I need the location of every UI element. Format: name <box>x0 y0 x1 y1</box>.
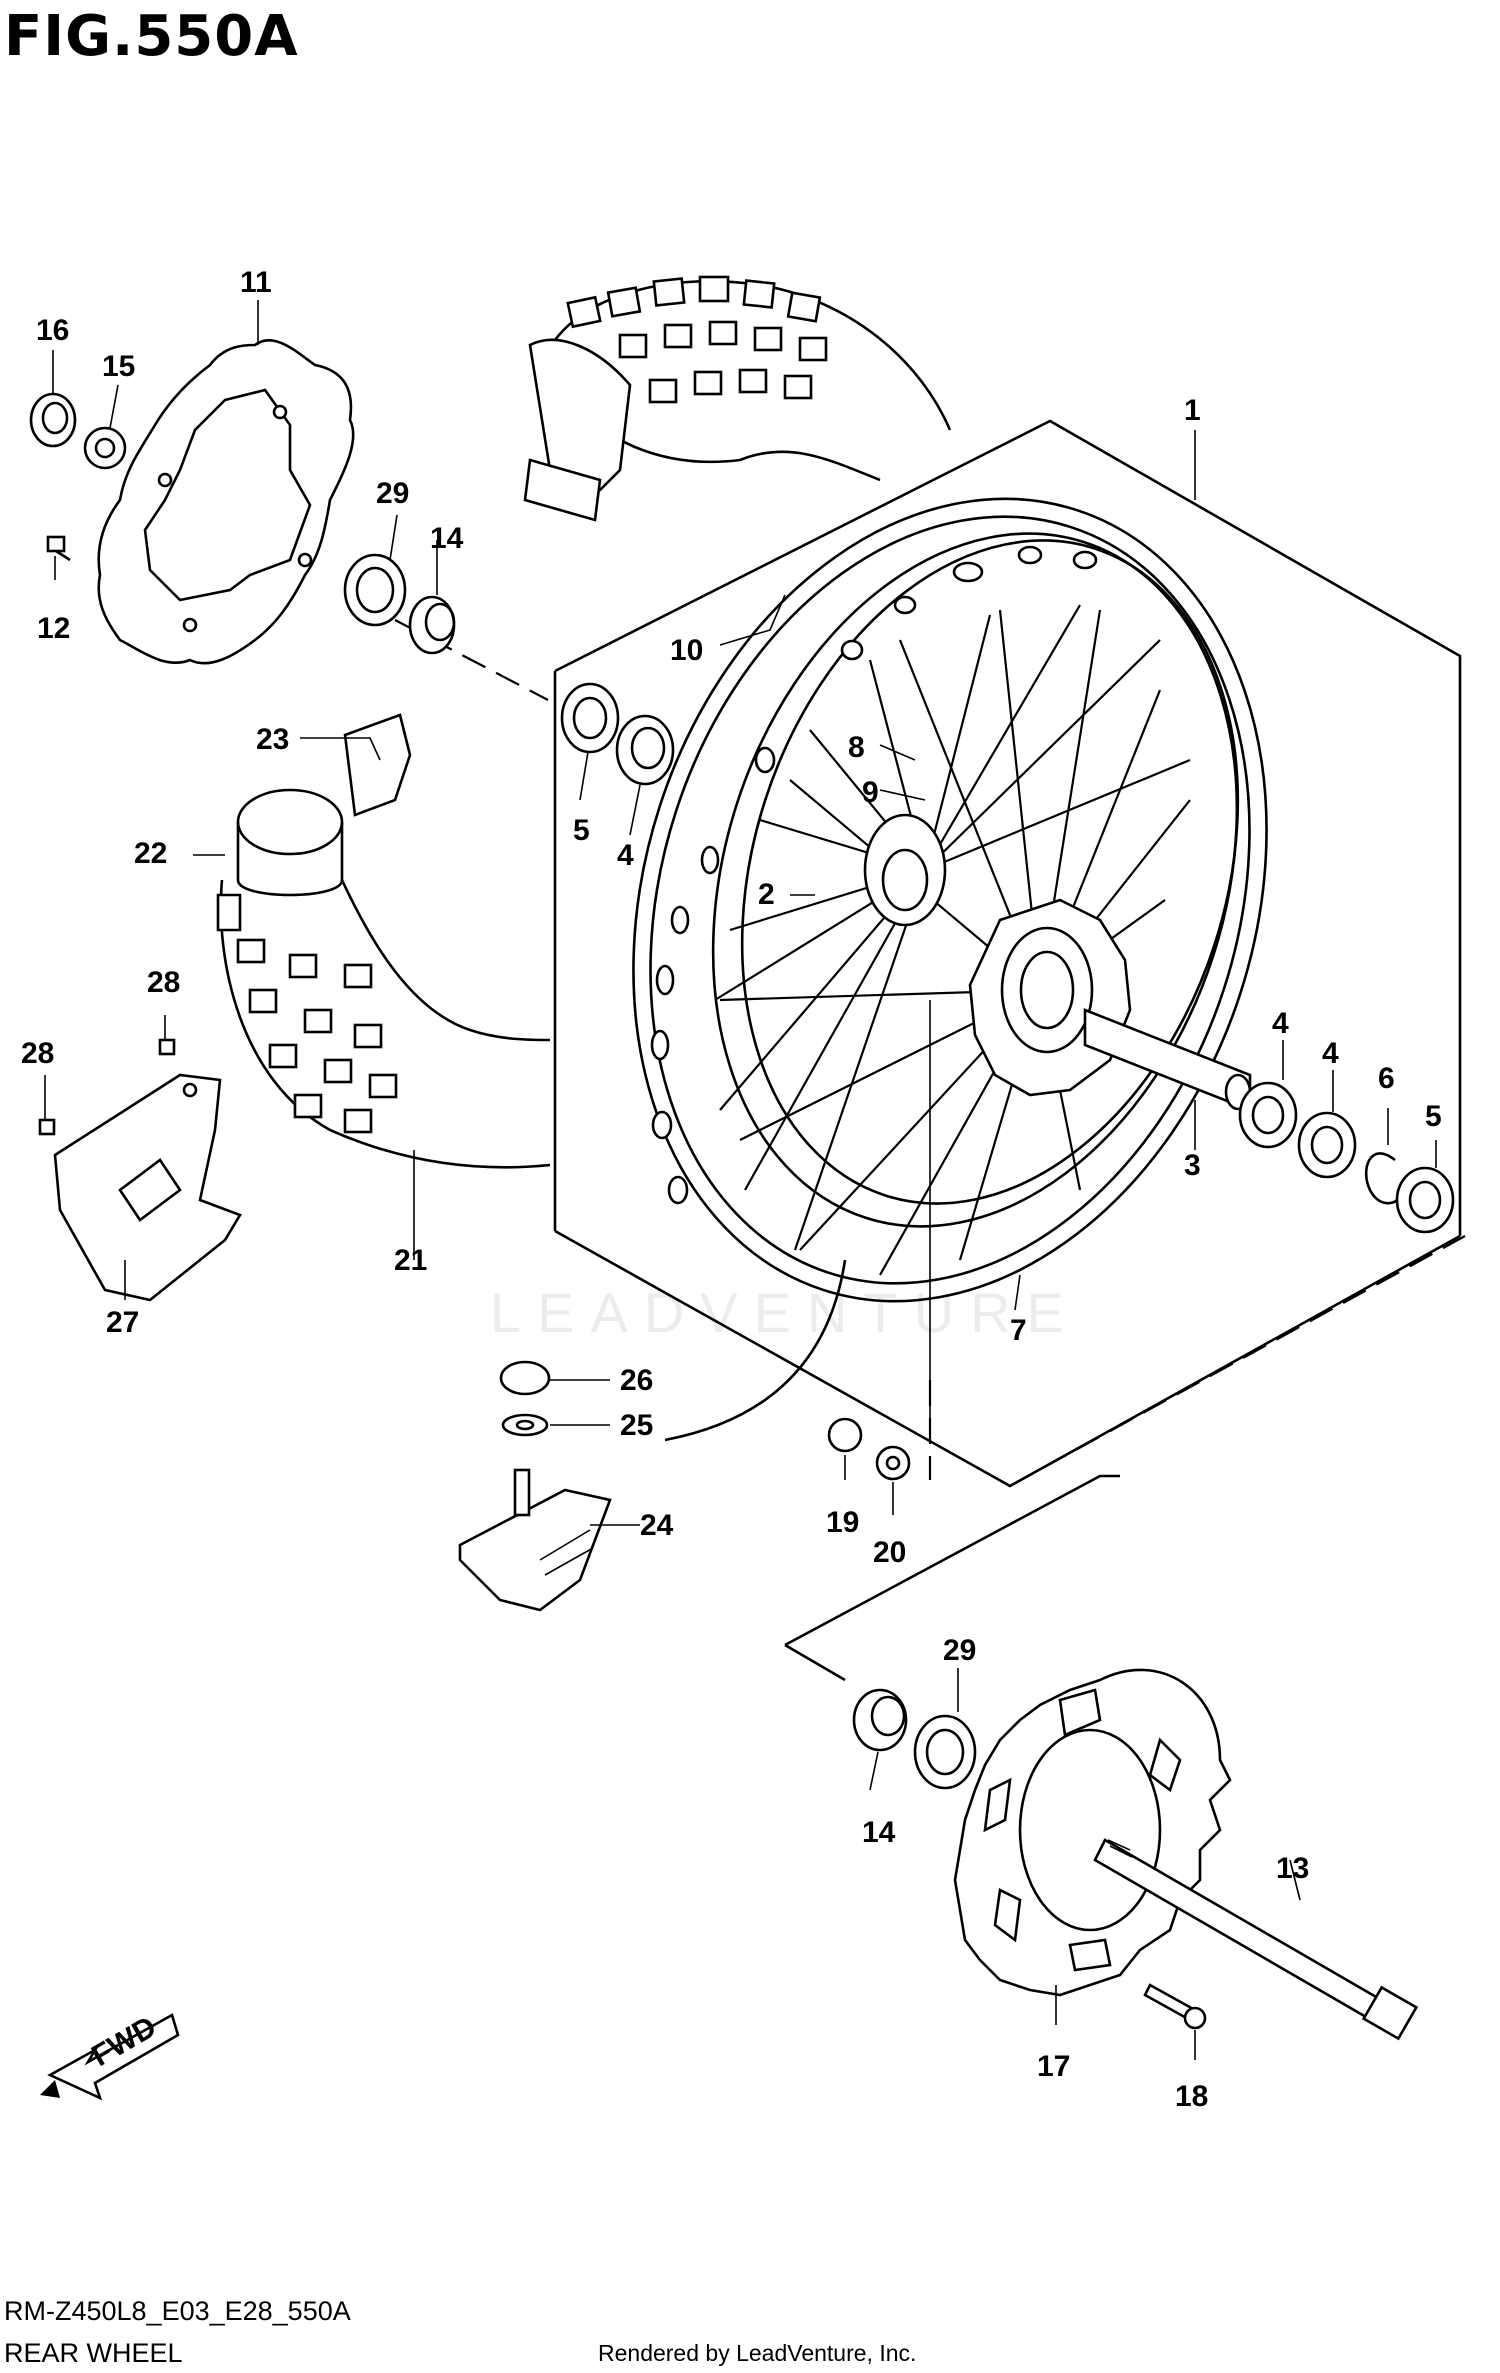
callout-27: 27 <box>106 1306 139 1339</box>
callout-25: 25 <box>620 1409 653 1442</box>
callout-4-b: 4 <box>1322 1037 1339 1070</box>
callout-13: 13 <box>1276 1852 1309 1885</box>
callout-3: 3 <box>1184 1149 1201 1182</box>
callout-7: 7 <box>1010 1314 1027 1347</box>
callout-14-a: 14 <box>430 522 464 555</box>
callout-14-b: 14 <box>862 1816 896 1849</box>
callout-23: 23 <box>256 723 289 756</box>
callout-15: 15 <box>102 350 135 383</box>
callout-6: 6 <box>1378 1062 1395 1095</box>
callout-18: 18 <box>1175 2080 1208 2113</box>
callout-28-b: 28 <box>21 1037 54 1070</box>
callout-29-a: 29 <box>376 477 409 510</box>
oil-seal-5-left <box>560 682 620 754</box>
rim-holes <box>650 545 1098 1205</box>
callout-21: 21 <box>394 1244 427 1277</box>
nut-26 <box>499 1360 551 1396</box>
dust-seal-29-right <box>913 1714 977 1790</box>
callout-2: 2 <box>758 878 775 911</box>
callout-4-a: 4 <box>1272 1007 1289 1040</box>
collar-14-left <box>408 595 456 655</box>
bolt-28-b <box>38 1118 56 1136</box>
tire-top-view <box>523 275 952 522</box>
callout-24: 24 <box>640 1509 674 1542</box>
callout-28-a: 28 <box>147 966 180 999</box>
washer-20 <box>875 1445 911 1481</box>
washer-15 <box>83 426 127 470</box>
callout-12: 12 <box>37 612 70 645</box>
callout-9: 9 <box>862 776 879 809</box>
callout-26: 26 <box>620 1364 653 1397</box>
rear-wheel-rim <box>632 497 1268 1303</box>
nut-16 <box>29 392 77 448</box>
callout-1: 1 <box>1184 394 1201 427</box>
valve-stem-path <box>664 1259 847 1442</box>
collar-14-right <box>852 1688 908 1752</box>
callout-labels: 1 2 3 4 4 4 5 5 6 7 8 9 10 11 12 13 14 1… <box>21 266 1442 2113</box>
fwd-arrow-icon: FWD <box>40 2010 180 2101</box>
callout-17: 17 <box>1037 2050 1070 2083</box>
callout-10: 10 <box>670 634 703 667</box>
model-code: RM-Z450L8_E03_E28_550A <box>4 2296 351 2326</box>
figure-title: FIG.550A <box>4 4 299 69</box>
sprocket-17 <box>953 1668 1232 1997</box>
axle-13 <box>1093 1838 1419 2041</box>
callout-29-b: 29 <box>943 1634 976 1667</box>
washer-25 <box>501 1413 549 1437</box>
callout-11: 11 <box>240 266 272 299</box>
callout-5-a: 5 <box>573 814 590 847</box>
tire-tread-knobs <box>566 275 828 404</box>
callout-5-b: 5 <box>1425 1100 1442 1133</box>
spokes <box>714 604 1191 1276</box>
brake-disc <box>97 339 355 665</box>
callout-20: 20 <box>873 1536 906 1569</box>
dust-seal-29-left <box>343 553 407 627</box>
rim-lock-24 <box>458 1468 612 1612</box>
bearing-4-right-b <box>1297 1111 1357 1179</box>
callout-8: 8 <box>848 731 865 764</box>
wheel-assembly-box <box>394 419 1466 1682</box>
bolt-12 <box>46 535 71 562</box>
figure-caption: REAR WHEEL <box>4 2338 183 2368</box>
tube-and-rim-band <box>216 713 551 1169</box>
tire-side-knobs <box>236 938 398 1134</box>
callout-4-c: 4 <box>617 839 634 872</box>
sprocket-bolt-18 <box>1143 1983 1207 2030</box>
leader-lines <box>44 300 1437 2060</box>
bearing-4-left <box>615 714 675 786</box>
oil-seal-5-right <box>1395 1166 1455 1234</box>
disc-cover-27 <box>53 1073 242 1302</box>
callout-22: 22 <box>134 837 167 870</box>
nut-19 <box>827 1417 863 1453</box>
render-credit: Rendered by LeadVenture, Inc. <box>598 2340 917 2366</box>
rear-hub <box>863 813 1252 1112</box>
bolt-28-a <box>158 1038 176 1056</box>
bearing-4-right-a <box>1238 1081 1298 1149</box>
callout-19: 19 <box>826 1506 859 1539</box>
callout-16: 16 <box>36 314 69 347</box>
